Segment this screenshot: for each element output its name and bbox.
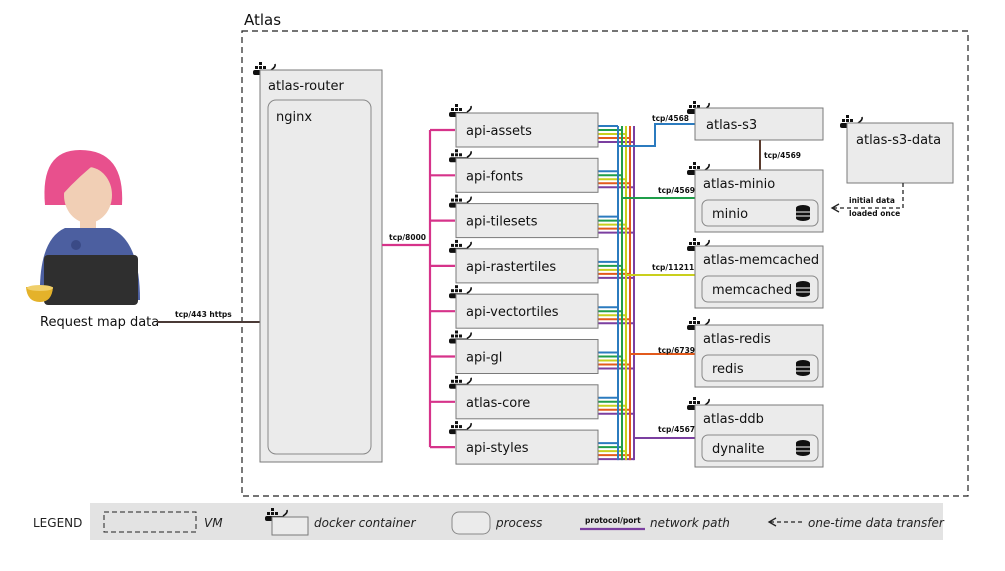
s3-data-container: [846, 122, 954, 184]
api-name: api-assets: [466, 124, 532, 139]
api-name: api-rastertiles: [466, 260, 556, 275]
api-container: [455, 112, 599, 148]
api-container: [455, 429, 599, 465]
ddb-process: [701, 434, 819, 462]
api-name: api-gl: [466, 351, 502, 366]
edge-label-memcached: tcp/11211: [652, 263, 694, 272]
minio-process: [701, 199, 819, 227]
legend-vm-label: VM: [204, 516, 223, 530]
nginx-label: nginx: [276, 110, 312, 125]
transfer-arrowhead: [830, 203, 840, 213]
nginx-process: [267, 99, 372, 455]
api-container: [455, 384, 599, 420]
api-container: [455, 157, 599, 193]
legend-docker-label: docker container: [314, 516, 417, 530]
database-icon: [795, 359, 811, 377]
edge-label-ddb: tcp/4567: [658, 425, 695, 434]
link-to-s3: [618, 123, 695, 147]
api-container: [455, 248, 599, 284]
store-redis-name: atlas-redis: [703, 332, 771, 347]
s3-minio-link-label: tcp/4569: [764, 151, 801, 160]
transfer-note-1: initial data: [849, 196, 895, 205]
legend-net-label: network path: [650, 516, 730, 530]
legend-process-label: process: [495, 516, 542, 530]
api-name: api-vectortiles: [466, 305, 559, 320]
legend-process-swatch: [451, 511, 491, 535]
memcached-process-label: memcached: [712, 283, 792, 298]
vm-boundary: [241, 30, 969, 497]
user-figure: [26, 150, 140, 305]
api-container: [455, 203, 599, 239]
legend-transfer-label: one-time data transfer: [808, 516, 945, 530]
store-memcached-name: atlas-memcached: [703, 253, 819, 268]
vm-title: Atlas: [244, 11, 281, 29]
edge-label-redis: tcp/6739: [658, 346, 695, 355]
transfer-note-2: loaded once: [849, 209, 900, 218]
legend-docker-swatch: [271, 516, 309, 536]
ddb-process-label: dynalite: [712, 442, 764, 457]
api-name: api-tilesets: [466, 215, 538, 230]
initial-data-transfer: [833, 183, 904, 209]
redis-process: [701, 354, 819, 382]
redis-process-label: redis: [712, 362, 744, 377]
router-link-label: tcp/8000: [389, 233, 426, 242]
connection-lines: [428, 123, 695, 461]
api-name: atlas-core: [466, 396, 530, 411]
api-container: [455, 293, 599, 329]
database-icon: [795, 280, 811, 298]
legend-transfer-arrowhead: [767, 517, 777, 527]
database-icon: [795, 439, 811, 457]
api-container: [455, 339, 599, 374]
minio-process-label: minio: [712, 207, 748, 222]
user-link-label: tcp/443 https: [175, 310, 232, 319]
s3-data-name: atlas-s3-data: [856, 133, 941, 148]
legend-net-proto: protocol/port: [585, 516, 641, 525]
api-name: api-fonts: [466, 169, 523, 184]
edge-label-minio: tcp/4569: [658, 186, 695, 195]
legend-title: LEGEND: [33, 516, 82, 530]
legend: LEGEND VM docker container process proto…: [33, 503, 945, 540]
api-name: api-styles: [466, 441, 529, 456]
database-icon: [795, 204, 811, 222]
edge-label-s3: tcp/4568: [652, 114, 689, 123]
router-name: atlas-router: [268, 79, 344, 94]
store-s3-name: atlas-s3: [706, 118, 757, 133]
store-ddb-name: atlas-ddb: [703, 412, 764, 427]
store-s3: [694, 107, 824, 141]
user-label: Request map data: [40, 315, 159, 330]
store-minio-name: atlas-minio: [703, 177, 775, 192]
memcached-process: [701, 275, 819, 303]
